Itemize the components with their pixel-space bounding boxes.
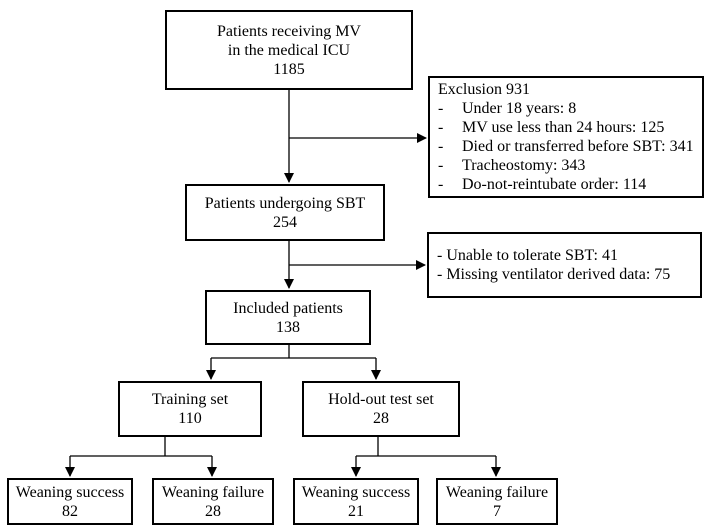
train-failure-label: Weaning failure [161,483,265,501]
exclusion-1-item: -MV use less than 24 hours: 125 [438,119,665,136]
exclusion-1-title: Exclusion 931 [438,81,530,98]
box-exclusion-2: - Unable to tolerate SBT: 41 - Missing v… [427,232,702,298]
box-holdout-set: Hold-out test set 28 [302,381,460,437]
included-label: Included patients [233,299,343,317]
box-test-weaning-failure: Weaning failure 7 [436,478,558,525]
holdout-count: 28 [373,410,389,427]
train-failure-count: 28 [205,502,221,520]
test-failure-label: Weaning failure [445,483,549,501]
exclusion-1-item: -Do-not-reintubate order: 114 [438,176,647,193]
train-success-count: 82 [62,502,78,520]
holdout-label: Hold-out test set [328,391,434,408]
train-success-label: Weaning success [15,483,125,501]
exclusion-1-item: -Died or transferred before SBT: 341 [438,138,694,155]
exclusion-1-item: -Under 18 years: 8 [438,100,577,117]
box-test-weaning-success: Weaning success 21 [293,478,419,525]
test-failure-count: 7 [493,502,501,520]
box-training-set: Training set 110 [118,381,262,437]
mv-patients-line1: Patients receiving MV [217,22,361,40]
mv-patients-line2: in the medical ICU [227,41,351,59]
box-train-weaning-success: Weaning success 82 [7,478,133,525]
exclusion-2-item: - Missing ventilator derived data: 75 [437,266,671,283]
included-count: 138 [276,318,300,336]
box-train-weaning-failure: Weaning failure 28 [152,478,274,525]
mv-patients-count: 1185 [273,60,305,78]
sbt-count: 254 [273,213,297,231]
test-success-count: 21 [348,502,364,520]
box-exclusion-1: Exclusion 931 -Under 18 years: 8 -MV use… [428,76,704,198]
exclusion-1-list: -Under 18 years: 8 -MV use less than 24 … [438,99,694,194]
sbt-label: Patients undergoing SBT [204,194,366,212]
box-sbt: Patients undergoing SBT 254 [185,184,385,241]
exclusion-1-item: -Tracheostomy: 343 [438,157,586,174]
exclusion-2-item: - Unable to tolerate SBT: 41 [437,247,618,264]
training-label: Training set [151,391,229,408]
test-success-label: Weaning success [301,483,411,501]
training-count: 110 [178,410,202,427]
box-mv-patients: Patients receiving MV in the medical ICU… [165,10,413,90]
box-included: Included patients 138 [205,290,371,345]
